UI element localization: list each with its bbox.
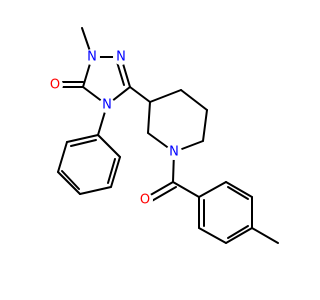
atom-o-amide: O — [137, 192, 153, 208]
bond-carbonyl-o — [146, 181, 174, 198]
bond-tol-dbl-a — [227, 186, 249, 200]
bond-c3-pip — [129, 86, 151, 103]
bond-ph-dbl-b — [61, 170, 80, 190]
bond-pip-2 — [180, 89, 208, 111]
bond-tol-5 — [198, 227, 227, 244]
chemical-structure-diagram: N N N O N O — [47, 27, 279, 244]
atom-n4: N — [99, 97, 115, 113]
bond-c3-n2-double — [116, 61, 125, 86]
atom-n-piperidine: N — [166, 144, 182, 160]
atom-n1: N — [84, 49, 100, 65]
bond-carbonyl-aryl — [172, 181, 200, 198]
bond-ph-6 — [66, 134, 99, 143]
atom-n4-label: N — [102, 98, 112, 113]
bond-pip-1 — [149, 89, 182, 103]
bond-ph-2 — [110, 156, 121, 188]
bond-tol-methyl — [251, 227, 279, 244]
bond-tol-dbl-b — [227, 225, 249, 239]
bond-pip-3 — [202, 109, 208, 142]
atom-n2: N — [113, 49, 129, 65]
bond-tol-1 — [198, 181, 227, 198]
bond-ph-dbl-c — [70, 139, 97, 147]
atom-o-ring: O — [47, 77, 63, 93]
bond-ph-3 — [79, 186, 112, 195]
bond-ph-1 — [97, 134, 121, 158]
bond-ph-4 — [57, 171, 81, 195]
atom-o-amide-label: O — [140, 193, 150, 208]
bond-pip-6 — [147, 101, 151, 134]
bond-ph-dbl-a — [107, 158, 116, 184]
bond-tol-4 — [225, 227, 253, 244]
bond-carbonyl-o-double — [149, 186, 177, 203]
atom-n-piperidine-label: N — [169, 145, 179, 160]
atom-o-ring-label: O — [50, 78, 60, 93]
bond-ph-5 — [57, 141, 68, 173]
bond-tol-2 — [225, 181, 253, 198]
atom-n1-label: N — [87, 50, 97, 65]
atom-n2-label: N — [116, 50, 126, 65]
